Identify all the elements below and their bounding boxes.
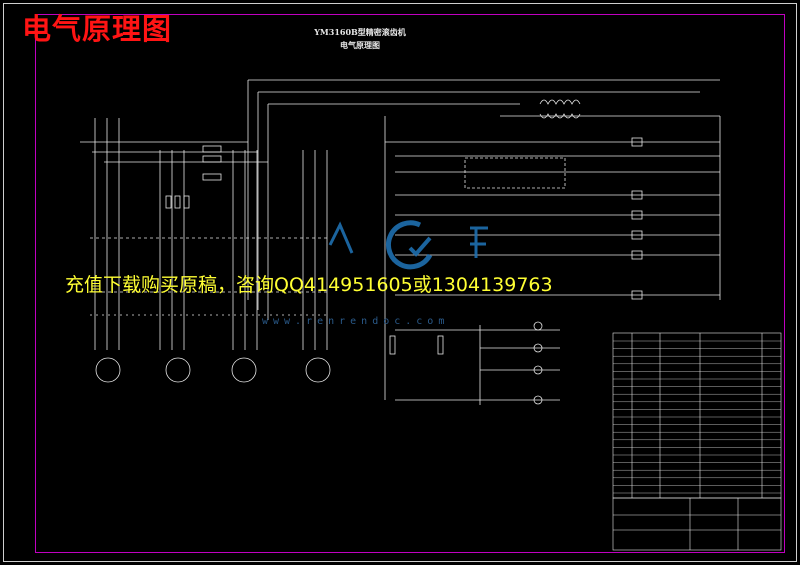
title-block <box>612 497 782 551</box>
fuse-1 <box>202 145 222 153</box>
logo-arc <box>386 220 433 270</box>
motor-symbol <box>95 357 121 383</box>
thermal-relay-2 <box>174 195 181 209</box>
logo-stroke-right <box>470 226 488 258</box>
relay-coil <box>631 290 643 300</box>
watermark-text: 充值下载购买原稿，咨询QQ414951605或1304139763 <box>65 274 553 296</box>
logo-check <box>408 236 432 257</box>
parts-list-rows <box>613 340 781 494</box>
fuse-3 <box>202 173 222 181</box>
lamp-symbol <box>533 365 543 375</box>
motor-symbol <box>231 357 257 383</box>
thermal-relay-1 <box>165 195 172 209</box>
drawing-title-line2: 电气原理图 <box>340 40 380 50</box>
motor-symbol <box>305 357 331 383</box>
lamp-symbol <box>533 343 543 353</box>
drawing-title-line1: YM3160B型精密滚齿机 <box>314 27 406 37</box>
parts-list-table <box>612 332 782 499</box>
thermal-relay-3 <box>183 195 190 209</box>
transformer-coil <box>539 99 581 105</box>
watermark-url: www.renrendoc.com <box>262 316 450 327</box>
fuse-2 <box>202 155 222 163</box>
relay-coil <box>631 137 643 147</box>
relay-coil <box>631 190 643 200</box>
lamp-symbol <box>533 395 543 405</box>
transformer-coil <box>539 113 581 119</box>
drawing-border <box>35 14 785 553</box>
relay-coil <box>631 210 643 220</box>
logo-watermark <box>328 220 488 270</box>
relay-coil <box>631 250 643 260</box>
lamp-transformer-2 <box>437 335 444 355</box>
lamp-symbol <box>533 321 543 331</box>
relay-coil <box>631 230 643 240</box>
lamp-transformer-1 <box>389 335 396 355</box>
logo-stroke-left <box>328 221 354 254</box>
interlock-box <box>464 157 566 189</box>
motor-symbol <box>165 357 191 383</box>
drawing-title: YM3160B型精密滚齿机 电气原理图 <box>300 26 420 52</box>
outer-border <box>3 3 797 562</box>
page-title: 电气原理图 <box>22 12 173 46</box>
